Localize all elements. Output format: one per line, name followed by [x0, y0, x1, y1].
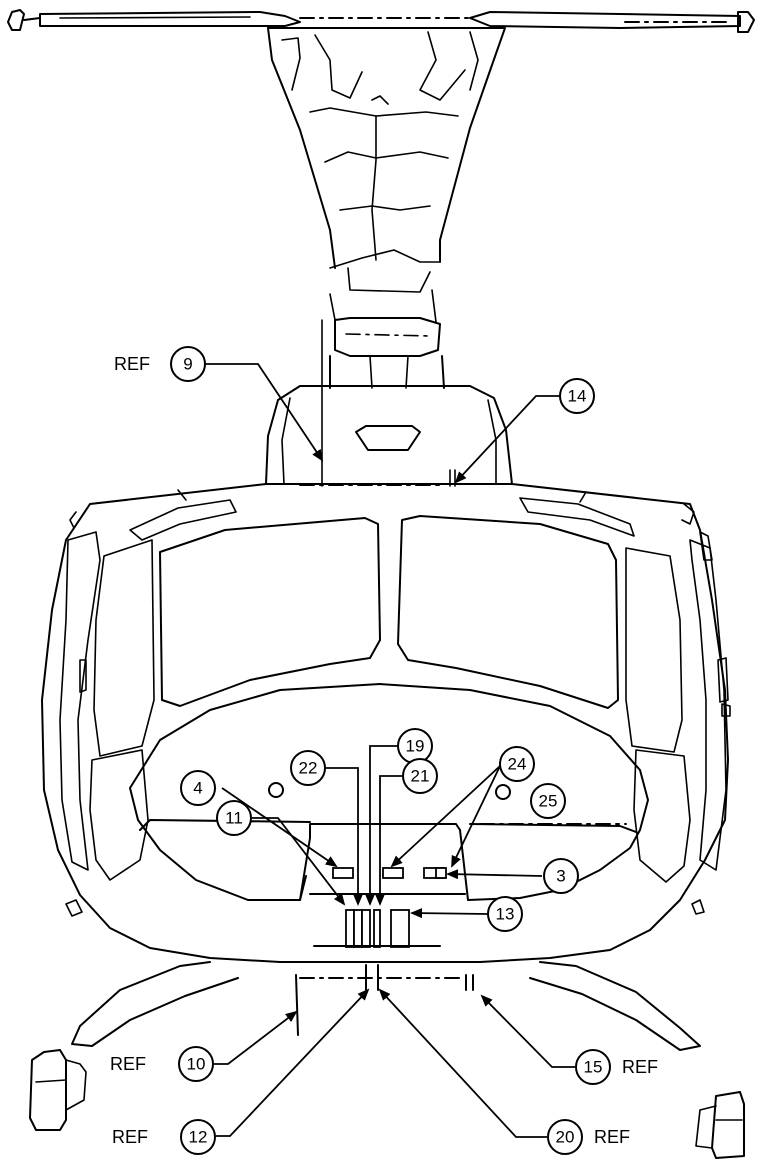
rotor-mast-pylon [267, 27, 506, 389]
callout-11: 11 [216, 800, 252, 836]
callout-13: 13 [487, 896, 523, 932]
callout-3: 3 [543, 858, 579, 894]
ref-label: REF [112, 1127, 148, 1147]
callout-9: REF 9 [114, 346, 206, 382]
callout-15: 15 REF [575, 1049, 658, 1085]
callout-number: 22 [299, 759, 318, 778]
callout-4: 4 [180, 770, 216, 806]
leader-lines [206, 363, 575, 1138]
component-21 [373, 909, 381, 948]
component-4 [332, 867, 354, 879]
callout-number: 4 [193, 779, 202, 798]
fuselage-outline [41, 483, 731, 963]
landing-gear [29, 961, 745, 1159]
component-19 [361, 909, 371, 948]
side-windows [89, 539, 691, 883]
callout-number: 14 [568, 387, 587, 406]
callout-number: 25 [539, 792, 558, 811]
callouts: REF 9 14 19 22 24 4 21 25 [110, 346, 658, 1155]
cabin-roof [265, 385, 513, 486]
callout-14: 14 [559, 378, 595, 414]
ref-label: REF [110, 1054, 146, 1074]
component-11a [345, 909, 355, 948]
component-3 [435, 867, 447, 879]
callout-number: 13 [496, 905, 515, 924]
ref-label: REF [114, 354, 150, 374]
callout-number: 15 [584, 1058, 603, 1077]
callout-24: 24 [499, 746, 535, 782]
callout-20: 20 REF [547, 1119, 630, 1155]
callout-number: 3 [556, 867, 565, 886]
callout-number: 19 [406, 737, 425, 756]
callout-number: 11 [225, 809, 243, 828]
windshields [129, 489, 635, 709]
callout-number: 10 [187, 1055, 206, 1074]
ref-label: REF [594, 1127, 630, 1147]
callout-number: 12 [189, 1128, 208, 1147]
callout-number: 20 [556, 1128, 575, 1147]
callout-12: REF 12 [112, 1119, 216, 1155]
main-rotor-blade [7, 9, 755, 33]
component-13 [390, 909, 410, 948]
callout-19: 19 [397, 728, 433, 764]
ref-label: REF [622, 1057, 658, 1077]
callout-number: 21 [411, 767, 430, 786]
callout-21: 21 [402, 758, 438, 794]
component-24a [382, 867, 404, 879]
callout-10: REF 10 [110, 1046, 214, 1082]
callout-22: 22 [290, 750, 326, 786]
callout-number: 9 [183, 355, 192, 374]
component-11b [353, 909, 363, 948]
callout-number: 24 [508, 755, 527, 774]
instrument-components [313, 319, 456, 948]
callout-25: 25 [530, 783, 566, 819]
